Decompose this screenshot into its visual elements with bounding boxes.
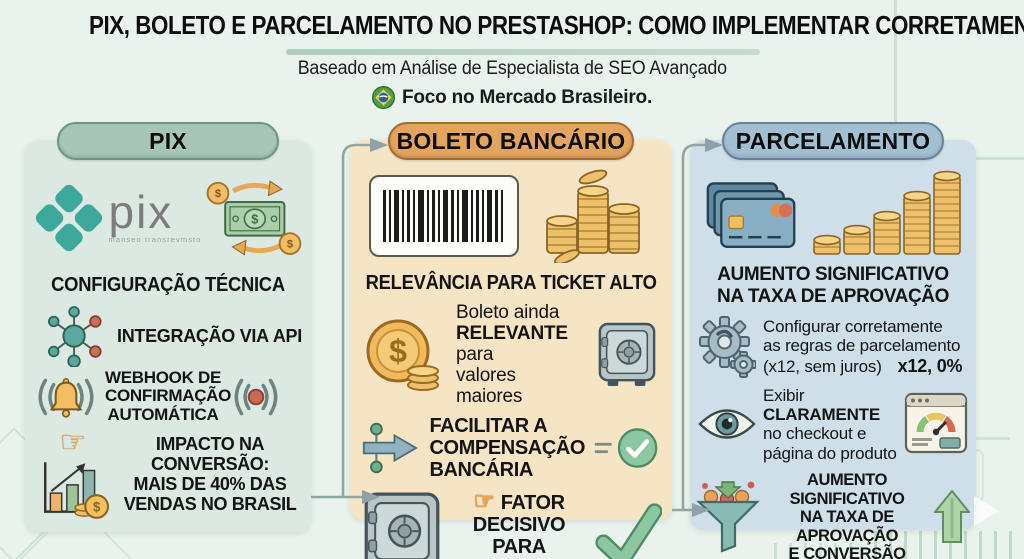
- api-bold: API: [272, 325, 302, 346]
- brazil-flag-icon: [371, 86, 395, 109]
- subtitle: Baseado em Análise de Especialista de SE…: [297, 58, 727, 79]
- pix-webhook-row: WEBHOOK DE CONFIRMAÇÃO AUTOMÁTICA: [25, 368, 311, 424]
- x12-badge: x12, 0%: [897, 355, 963, 376]
- boleto-relevante-text: Boleto ainda RELEVANTE para valores maio…: [456, 302, 568, 407]
- up-arrow-icon: [934, 490, 970, 544]
- coin-pile-icon: [546, 169, 640, 263]
- parcelamento-aumento-row: AUMENTO SIGNIFICATIVO NA TAXA DE APROVAÇ…: [690, 471, 976, 559]
- parcelamento-icons-row: [690, 166, 976, 258]
- focus-label: Foco no Mercado Brasileiro.: [401, 86, 653, 108]
- parcelamento-header-pill: PARCELAMENTO: [722, 122, 944, 160]
- svg-text:$: $: [286, 239, 293, 251]
- parcelamento-config-text: Configurar corretamente as regras de par…: [763, 317, 963, 376]
- parcelamento-aumento-text: AUMENTO SIGNIFICATIVO NA TAXA DE APROVAÇ…: [788, 471, 906, 559]
- exit-chevron: [974, 496, 999, 526]
- pix-logo-row: pix manseo transrevmsto $ $ $: [25, 170, 311, 266]
- svg-text:$: $: [389, 333, 407, 369]
- subtitle-wrap: Baseado em Análise de Especialista de SE…: [0, 58, 1024, 80]
- boleto-header-pill: BOLETO BANCÁRIO: [388, 122, 634, 160]
- boleto-fator-text: ☞ FATOR DECISIVO PARA TICKET ALTO: [456, 487, 582, 559]
- pointing-hand-icon: ☞: [473, 487, 501, 515]
- parcelamento-config-row: Configurar corretamente as regras de par…: [690, 315, 976, 378]
- dollar-coin-icon: $: [366, 319, 439, 392]
- gears-icon: [699, 315, 756, 378]
- pix-logo-word: pix: [108, 185, 174, 238]
- conversion-funnel-icon: [696, 481, 760, 553]
- pix-section-title: CONFIGURAÇÃO TÉCNICA: [51, 274, 285, 296]
- header: PIX, BOLETO E PARCELAMENTO NO PRESTASHOP…: [0, 10, 1024, 41]
- safe-icon: [598, 323, 656, 387]
- pix-api-text: INTEGRAÇÃO VIA API: [117, 325, 302, 346]
- pix-api-row: INTEGRAÇÃO VIA API: [25, 305, 311, 367]
- boleto-compensacao-row: FACILITAR A COMPENSAÇÃO BANCÁRIA: [350, 415, 672, 481]
- pix-impact-row: ☞ $ IMPACTO NA CONVERSÃO: MAIS DE 40% DA…: [25, 428, 311, 520]
- boleto-fator-row: ☞ FATOR DECISIVO PARA TICKET ALTO: [350, 489, 672, 559]
- pix-impact-text: IMPACTO NA CONVERSÃO: MAIS DE 40% DAS VE…: [123, 433, 297, 515]
- safe-icon-large: [364, 492, 440, 559]
- boleto-section-title: RELEVÂNCIA PARA TICKET ALTO: [365, 272, 657, 294]
- checkout-gauge-icon: [904, 393, 968, 454]
- boleto-icons-row: [350, 168, 672, 264]
- pix-header-pill: PIX: [57, 122, 279, 160]
- branch-arrow-icon: [362, 423, 418, 474]
- ascending-coin-stacks-icon: [813, 170, 961, 255]
- check-circle-icon: [594, 428, 658, 469]
- bell-notification-icon: [38, 377, 94, 418]
- barcode-icon: [369, 175, 519, 257]
- svg-text:$: $: [251, 212, 258, 227]
- boleto-compensacao-text: FACILITAR A COMPENSAÇÃO BANCÁRIA: [429, 415, 586, 482]
- money-transfer-icon: $ $ $: [206, 180, 301, 256]
- eye-icon: [698, 409, 756, 439]
- parcelamento-column: AUMENTO SIGNIFICATIVO NA TAXA DE APROVAÇ…: [690, 140, 976, 559]
- boleto-relevante-row: $ Boleto ainda RELEVANTE para valores ma…: [350, 302, 672, 407]
- big-checkmark-icon: [595, 503, 662, 559]
- focus-row: Foco no Mercado Brasileiro.: [0, 86, 1024, 109]
- credit-cards-icon: [706, 182, 796, 248]
- parcelamento-exibir-text: Exibir CLARAMENTE no checkout e página d…: [763, 385, 897, 463]
- svg-text:$: $: [93, 500, 101, 515]
- parcelamento-exibir-row: Exibir CLARAMENTE no checkout e página d…: [690, 386, 976, 464]
- boleto-column: RELEVÂNCIA PARA TICKET ALTO $ Boleto ain…: [350, 140, 672, 559]
- pix-column: pix manseo transrevmsto $ $ $ C: [25, 140, 311, 532]
- pix-webhook-text: WEBHOOK DE CONFIRMAÇÃO AUTOMÁTICA: [105, 368, 232, 424]
- signal-waves-icon: [234, 378, 278, 415]
- svg-text:$: $: [214, 188, 221, 200]
- pix-wordmark: pix manseo transrevmsto: [108, 185, 202, 245]
- pointing-hand-icon: ☞: [59, 426, 87, 460]
- api-network-icon: [48, 306, 102, 367]
- title-underline: [286, 49, 760, 55]
- pix-logo-tagline: manseo transrevmsto: [108, 235, 202, 245]
- pix-impact-icons: ☞ $: [35, 428, 111, 520]
- pix-logo-icon: [36, 184, 103, 252]
- parcelamento-section-title: AUMENTO SIGNIFICATIVO NA TAXA DE APROVAÇ…: [717, 264, 949, 307]
- page-title: PIX, BOLETO E PARCELAMENTO NO PRESTASHOP…: [88, 10, 1024, 40]
- growth-chart-icon: $: [43, 462, 109, 519]
